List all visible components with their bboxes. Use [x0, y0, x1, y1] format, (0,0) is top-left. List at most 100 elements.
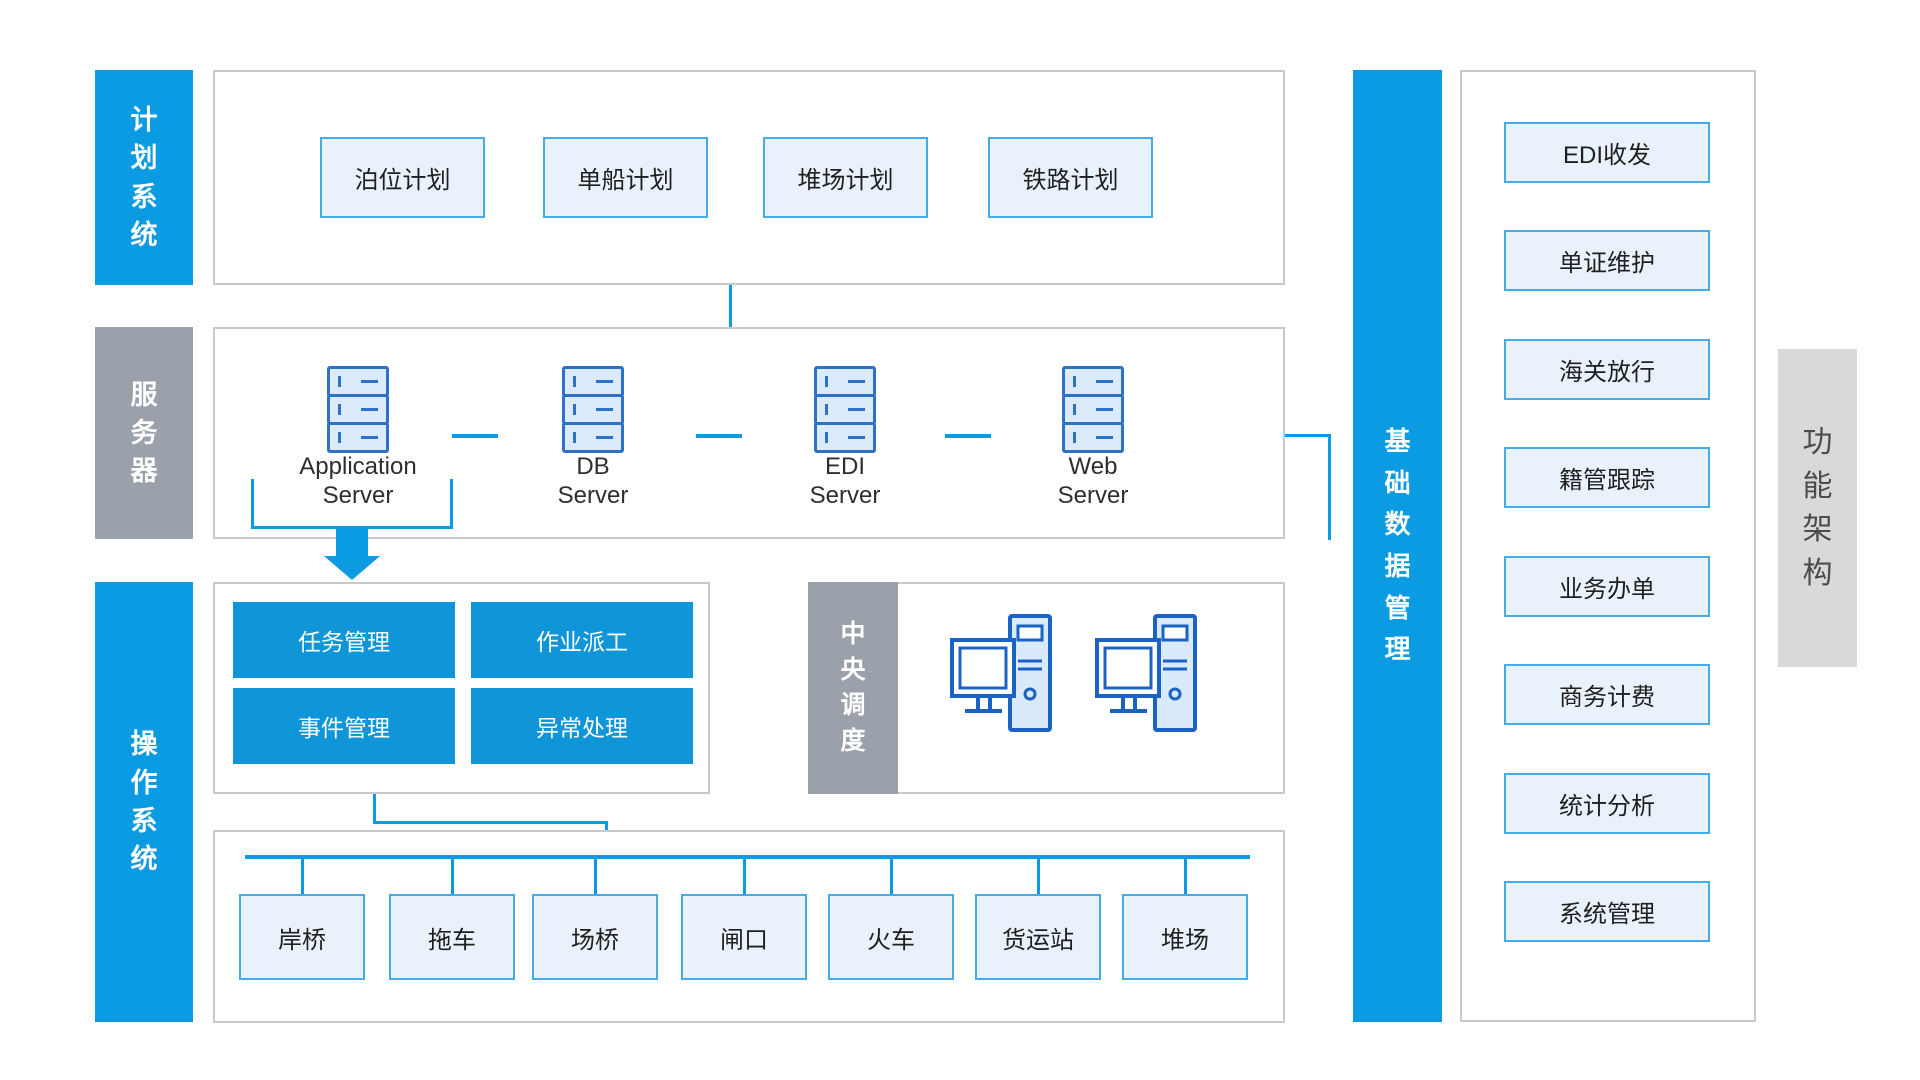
rail-base-data-management: 基础数据管理: [1353, 70, 1442, 1022]
function-box-edi: EDI收发: [1504, 122, 1710, 183]
function-architecture-tag: 功能架构: [1778, 349, 1857, 667]
function-architecture-label: 功能架构: [1802, 426, 1833, 590]
application-server-icon: [327, 366, 389, 453]
server-rack-row: [1062, 366, 1124, 397]
connector-grid-elbow-h: [373, 821, 608, 824]
function-box-business-orders: 业务办单: [1504, 556, 1710, 617]
exception-handling-button: 异常处理: [471, 688, 693, 764]
server-rack-row: [562, 394, 624, 425]
server-rack-row: [562, 422, 624, 453]
workstation-icon: [950, 614, 1052, 732]
application-server-label-line2: Server: [322, 482, 394, 509]
application-server-label-line1: Application: [299, 453, 417, 480]
connector-server-to-basedata-h: [1285, 434, 1331, 437]
plan-box-vessel: 单船计划: [543, 137, 708, 218]
rail-plan-system: 计划系统: [95, 70, 193, 285]
event-management-label: 事件管理: [298, 715, 390, 741]
equipment-drop-line: [301, 859, 304, 895]
server-rack-row: [562, 366, 624, 397]
job-dispatch-button: 作业派工: [471, 602, 693, 678]
edi-server-label-line1: EDI: [824, 453, 865, 480]
plan-box-berth-label: 泊位计划: [354, 167, 451, 194]
equipment-bus-line: [245, 855, 1250, 859]
application-server-bracket: [251, 479, 453, 529]
function-label: 统计分析: [1559, 793, 1655, 820]
plan-box-berth: 泊位计划: [320, 137, 485, 218]
server-rack-row: [814, 422, 876, 453]
rail-operation-system-label: 操作系统: [130, 729, 158, 875]
function-label: 海关放行: [1559, 359, 1655, 386]
function-label: 单证维护: [1559, 250, 1655, 277]
function-box-system-management: 系统管理: [1504, 881, 1710, 942]
web-server-label: Web Server: [1003, 452, 1183, 510]
equipment-drop-line: [1037, 859, 1040, 895]
equipment-box-trailer: 拖车: [389, 894, 515, 980]
equipment-box-yard-crane: 场桥: [532, 894, 658, 980]
job-dispatch-label: 作业派工: [536, 629, 628, 655]
server-link-dash: [696, 434, 742, 438]
function-label: 籍管跟踪: [1559, 467, 1655, 494]
edi-server-label-line2: Server: [809, 482, 881, 509]
function-box-statistics: 统计分析: [1504, 773, 1710, 834]
task-management-label: 任务管理: [298, 629, 390, 655]
plan-box-rail: 铁路计划: [988, 137, 1153, 218]
central-dispatch-label: 中央调度: [840, 620, 866, 755]
equipment-label: 场桥: [571, 926, 619, 954]
rail-plan-system-label: 计划系统: [130, 104, 158, 250]
server-link-dash: [452, 434, 498, 438]
task-management-button: 任务管理: [233, 602, 455, 678]
connector-grid-elbow-v1: [373, 794, 376, 824]
application-server-label: Application Server: [268, 452, 448, 510]
edi-server-label: EDI Server: [755, 452, 935, 510]
equipment-box-freight-station: 货运站: [975, 894, 1101, 980]
server-rack-row: [327, 422, 389, 453]
event-management-button: 事件管理: [233, 688, 455, 764]
down-arrow-icon: [336, 529, 368, 557]
plan-box-yard: 堆场计划: [763, 137, 928, 218]
workstation-icon: [1095, 614, 1197, 732]
function-panel: [1460, 70, 1756, 1022]
plan-box-vessel-label: 单船计划: [577, 167, 674, 194]
function-label: 业务办单: [1559, 576, 1655, 603]
function-box-billing: 商务计费: [1504, 664, 1710, 725]
server-rack-row: [814, 366, 876, 397]
rail-base-data-management-label: 基础数据管理: [1384, 426, 1411, 665]
function-label: 系统管理: [1559, 901, 1655, 928]
equipment-drop-line: [451, 859, 454, 895]
equipment-drop-line: [594, 859, 597, 895]
equipment-drop-line: [743, 859, 746, 895]
equipment-label: 货运站: [1002, 926, 1074, 954]
db-server-label: DB Server: [503, 452, 683, 510]
equipment-box-yard: 堆场: [1122, 894, 1248, 980]
web-server-icon: [1062, 366, 1124, 453]
equipment-box-quay-crane: 岸桥: [239, 894, 365, 980]
web-server-label-line1: Web: [1068, 453, 1118, 480]
function-box-documents: 单证维护: [1504, 230, 1710, 291]
connector-server-to-basedata-v: [1328, 434, 1331, 540]
db-server-icon: [562, 366, 624, 453]
equipment-label: 火车: [867, 926, 915, 954]
server-rack-row: [1062, 422, 1124, 453]
equipment-label: 拖车: [428, 926, 476, 954]
connector-plan-to-server: [729, 285, 732, 327]
server-rack-row: [327, 366, 389, 397]
down-arrow-head-icon: [324, 556, 380, 580]
rail-operation-system: 操作系统: [95, 582, 193, 1022]
equipment-drop-line: [1184, 859, 1187, 895]
equipment-box-train: 火车: [828, 894, 954, 980]
equipment-label: 岸桥: [278, 926, 326, 954]
function-box-registry-tracking: 籍管跟踪: [1504, 447, 1710, 508]
server-rack-row: [327, 394, 389, 425]
server-link-dash: [945, 434, 991, 438]
plan-box-rail-label: 铁路计划: [1022, 167, 1119, 194]
central-dispatch-rail: 中央调度: [808, 582, 898, 794]
edi-server-icon: [814, 366, 876, 453]
server-rack-row: [1062, 394, 1124, 425]
db-server-label-line2: Server: [557, 482, 629, 509]
rail-server: 服务器: [95, 327, 193, 539]
web-server-label-line2: Server: [1057, 482, 1129, 509]
equipment-box-gate: 闸口: [681, 894, 807, 980]
rail-server-label: 服务器: [130, 379, 158, 487]
db-server-label-line1: DB: [576, 453, 610, 480]
